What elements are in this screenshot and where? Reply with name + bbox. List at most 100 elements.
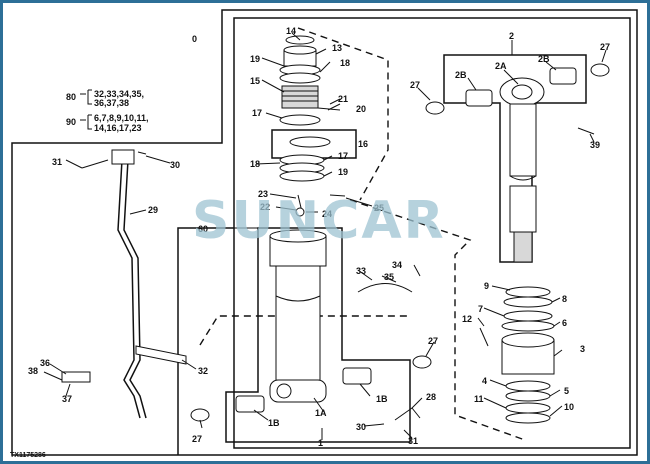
group-80-bracket xyxy=(80,89,92,105)
callout-24: 24 xyxy=(322,209,332,219)
rod-upper xyxy=(509,103,537,177)
part-30-bolt-top xyxy=(137,151,147,155)
part-29-flange xyxy=(111,149,135,165)
group-80-number: 80 xyxy=(66,92,76,102)
part-39-grease-fitting xyxy=(577,127,595,135)
callout-17: 17 xyxy=(252,108,262,118)
callout-13: 13 xyxy=(332,43,342,53)
assembly-line-left xyxy=(199,315,410,346)
assembly-line-right xyxy=(349,199,526,441)
part-2B-bushing-left xyxy=(465,89,493,107)
part-1B-bushing-left xyxy=(235,395,265,413)
callout-22: 22 xyxy=(260,202,270,212)
part-27-ring-left xyxy=(190,408,210,422)
part-13-top xyxy=(283,45,317,55)
barrel-break xyxy=(275,295,321,302)
callout-30-b: 30 xyxy=(356,422,366,432)
group-90-bracket xyxy=(80,114,92,130)
callout-14: 14 xyxy=(286,26,296,36)
callout-2A: 2A xyxy=(495,61,507,71)
part-4-ring xyxy=(505,380,551,392)
callout-9: 9 xyxy=(484,281,489,291)
callout-39: 39 xyxy=(590,140,600,150)
part-36-clamp xyxy=(61,371,91,383)
part-7-ring xyxy=(503,310,553,322)
part-9-ring xyxy=(505,286,551,298)
part-29-tube-b xyxy=(123,159,147,419)
part-3-gland-top xyxy=(501,332,555,348)
group-90-items-line2: 14,16,17,23 xyxy=(94,123,142,133)
callout-27-barrel-right: 27 xyxy=(428,336,438,346)
callout-37: 37 xyxy=(62,394,72,404)
part-33-clamp-band xyxy=(357,283,413,293)
callout-5: 5 xyxy=(564,386,569,396)
callout-20: 20 xyxy=(356,104,366,114)
part-2B-bushing-right xyxy=(549,67,577,85)
callout-31: 31 xyxy=(52,157,62,167)
callout-1: 1 xyxy=(318,438,323,448)
callout-34: 34 xyxy=(392,260,402,270)
part-11-ring xyxy=(505,402,551,414)
callout-19-b: 19 xyxy=(338,167,348,177)
part-16-ring xyxy=(289,136,331,148)
part-8-ring xyxy=(503,296,553,308)
callout-32: 32 xyxy=(198,366,208,376)
part-6-ring xyxy=(501,320,555,332)
callout-27-rod-left: 27 xyxy=(410,80,420,90)
part-27-ring-rod-right xyxy=(590,63,610,77)
part-32-clamp xyxy=(135,345,187,365)
callout-19: 19 xyxy=(250,54,260,64)
callout-12: 12 xyxy=(462,314,472,324)
callout-18-b: 18 xyxy=(250,159,260,169)
callout-10: 10 xyxy=(564,402,574,412)
part-10-ring xyxy=(505,412,551,424)
part-29-tube xyxy=(117,159,141,419)
callout-23: 23 xyxy=(258,189,268,199)
figure-id: TX1175286 xyxy=(10,452,46,459)
callout-2B-right: 2B xyxy=(538,54,550,64)
part-28-bracket xyxy=(394,407,421,421)
callout-33: 33 xyxy=(356,266,366,276)
exploded-parts-diagram: 80 32,33,34,35, 36,37,38 90 6,7,8,9,10,1… xyxy=(10,9,638,459)
callout-27-barrel-left: 27 xyxy=(192,434,202,444)
callout-30: 30 xyxy=(170,160,180,170)
callout-4: 4 xyxy=(482,376,487,386)
part-1B-bushing-right xyxy=(342,367,372,385)
part-19-ring-b xyxy=(279,170,325,182)
callout-21: 21 xyxy=(338,94,348,104)
part-15-grooves xyxy=(282,90,318,102)
callout-36: 36 xyxy=(40,358,50,368)
callout-35: 35 xyxy=(384,272,394,282)
callout-16: 16 xyxy=(358,139,368,149)
barrel-head-top xyxy=(269,229,327,243)
callout-0: 0 xyxy=(192,34,197,44)
callout-25: 25 xyxy=(374,203,384,213)
callout-60: 60 xyxy=(198,224,208,234)
part-12-screw xyxy=(479,327,489,347)
part-22-fitting xyxy=(295,207,305,217)
group-90-items-line1: 6,7,8,9,10,11, xyxy=(94,113,149,123)
callout-15: 15 xyxy=(250,76,260,86)
part-15-piston xyxy=(281,85,319,109)
part-27-ring-right xyxy=(412,355,432,369)
watermark: SUNCAR xyxy=(192,191,446,251)
part-5-ring xyxy=(505,390,551,402)
part-25-screw xyxy=(329,194,346,197)
callout-31-b: 31 xyxy=(408,436,418,446)
rod-break xyxy=(509,175,537,181)
callout-27-rod-right: 27 xyxy=(600,42,610,52)
callout-28: 28 xyxy=(426,392,436,402)
rod-thread xyxy=(513,231,533,263)
callout-1A: 1A xyxy=(315,408,327,418)
rod-lower xyxy=(509,185,537,233)
group-80-items-line1: 32,33,34,35, xyxy=(94,89,144,99)
group-90-number: 90 xyxy=(66,117,76,127)
callout-1B-right: 1B xyxy=(376,394,388,404)
callout-3: 3 xyxy=(580,344,585,354)
callout-38: 38 xyxy=(28,366,38,376)
callout-17-b: 17 xyxy=(338,151,348,161)
callout-8: 8 xyxy=(562,294,567,304)
callout-1B-left: 1B xyxy=(268,418,280,428)
part-17-ring-top xyxy=(279,114,321,126)
